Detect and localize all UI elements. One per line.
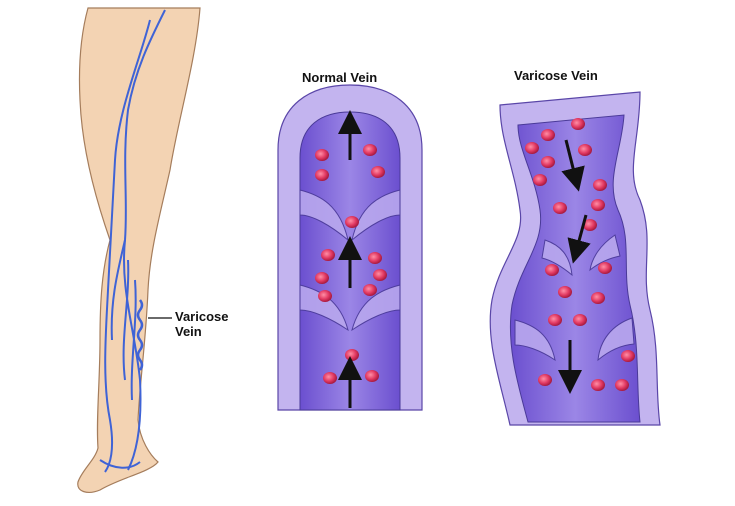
leg-callout-label: Varicose Vein <box>175 309 229 339</box>
leg-callout-line1: Varicose <box>175 309 229 324</box>
leg-callout-line2: Vein <box>175 324 202 339</box>
leg-veins <box>99 9 166 473</box>
leg-shape <box>77 7 201 493</box>
varicose-vein-title: Varicose Vein <box>514 68 598 83</box>
normal-vein-illustration <box>277 84 423 411</box>
varicose-vein-illustration <box>489 91 661 426</box>
broken-valve-flaps <box>514 234 635 362</box>
downward-flow-arrows <box>558 139 591 394</box>
blood-cells-varicose <box>525 118 635 391</box>
normal-vein-title: Normal Vein <box>302 70 378 85</box>
leg-illustration <box>77 7 201 493</box>
blood-cells <box>315 144 387 384</box>
valve-flaps <box>299 189 401 332</box>
